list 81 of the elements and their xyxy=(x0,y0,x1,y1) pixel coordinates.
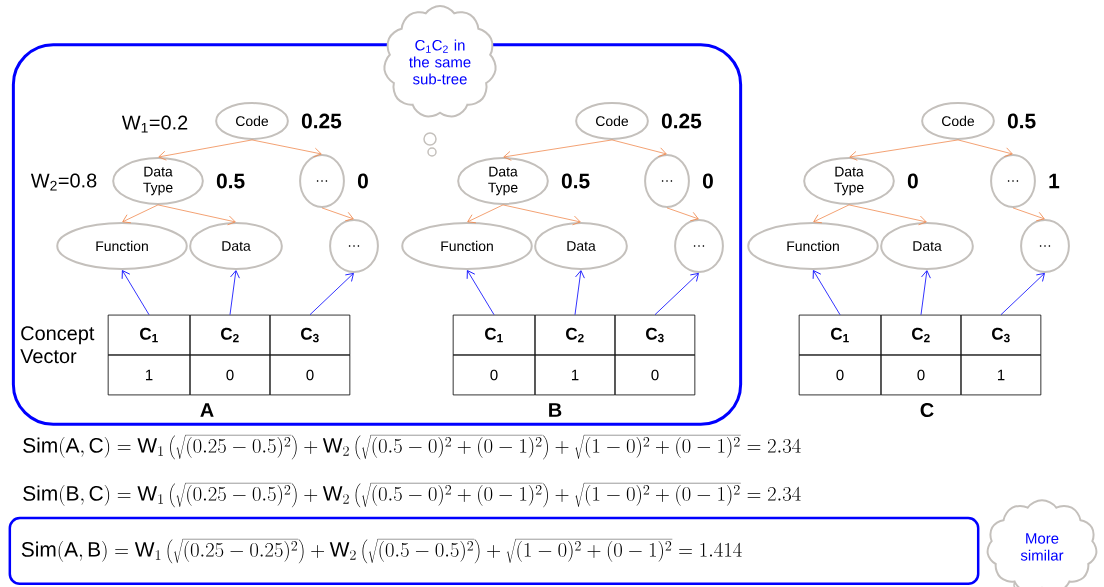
arrow xyxy=(122,204,159,224)
weight-value: 0 xyxy=(357,173,368,189)
weight-value: 0.5 xyxy=(216,173,245,189)
weight-value: 1 xyxy=(1049,173,1060,189)
tree-node: Function xyxy=(401,222,533,270)
table-cell: 0 xyxy=(614,354,696,396)
table-cell: C$_{3}$ xyxy=(269,314,351,356)
tree-node: … xyxy=(299,154,345,208)
table-cell: 0 xyxy=(880,354,962,396)
arrow xyxy=(920,270,931,316)
table-cell: C$_{2}$ xyxy=(880,314,962,356)
weight-value: 0.25 xyxy=(661,113,702,129)
node-label: More similar xyxy=(1020,533,1064,561)
formula: $\mathrm{Sim(A,C)} = \mathrm{W}_{1}\left(\sqrt{(0.25-0.5)^{2}}\right) + \mathrm{W}_{2}\left(\sqrt{(0.5-0)^{2}+(0-1)^{2}}\right) + \sqrt{(1-0)^{2}+(0-1)^{2}} = 2.34$ xyxy=(23,435,801,460)
arrow xyxy=(666,207,699,222)
tree-node: … xyxy=(1020,219,1070,273)
arrow xyxy=(121,270,150,316)
table-cell: C$_{1}$ xyxy=(798,314,882,356)
arrow xyxy=(503,139,613,161)
tree-node: … xyxy=(674,219,724,273)
table-cell: C$_{2}$ xyxy=(189,314,271,356)
arrow xyxy=(812,270,841,316)
arrow xyxy=(1012,207,1045,222)
weight-value: 0 xyxy=(907,173,918,189)
weight-label: W$_{1}$=0.2 xyxy=(121,115,188,133)
table-cell: C$_{3}$ xyxy=(960,314,1042,356)
arrow xyxy=(849,139,959,161)
tree-node: Data Type xyxy=(112,157,204,205)
vector-name: A xyxy=(200,403,214,417)
arrow xyxy=(1000,273,1045,316)
tree-node: Function xyxy=(56,222,188,270)
arrow xyxy=(321,207,354,222)
table-cell: C$_{1}$ xyxy=(107,314,191,356)
tree-node: … xyxy=(329,219,379,273)
table-cell: C$_{3}$ xyxy=(614,314,696,356)
table-cell: 1 xyxy=(534,354,616,396)
arrow xyxy=(574,270,585,316)
weight-value: 0.5 xyxy=(1007,113,1036,129)
arrow xyxy=(309,273,354,316)
table-cell: 0 xyxy=(452,354,536,396)
arrow xyxy=(466,270,495,316)
table-cell: 0 xyxy=(798,354,882,396)
tree-node: Function xyxy=(747,222,879,270)
arrow xyxy=(848,204,927,226)
weight-value: 0.25 xyxy=(301,113,342,129)
vector-name: C xyxy=(920,402,934,418)
table-cell: 0 xyxy=(269,354,351,396)
formula-box: $\mathrm{Sim(A,B)} = \mathrm{W}_{1}\left(\sqrt{(0.25-0.25)^{2}}\right) + \mathrm{W}_{2}\left(\sqrt{(0.5-0.5)^{2}}\right) + \sqrt{(1-0)^{2}+(0-1)^{2}} = 1.414$ xyxy=(8,516,980,586)
arrow xyxy=(654,273,699,316)
tree-node: Code xyxy=(575,102,649,140)
tree-node: Data xyxy=(189,222,283,270)
arrow xyxy=(611,139,667,157)
arrow xyxy=(502,204,581,226)
table-cell: 1 xyxy=(960,354,1042,396)
arrow xyxy=(813,204,850,224)
weight-label: W$_{2}$=0.8 xyxy=(30,173,97,191)
tree-node: Data xyxy=(534,222,628,270)
table-cell: C$_{2}$ xyxy=(534,314,616,356)
arrow xyxy=(229,270,240,316)
vector-name: B xyxy=(549,403,562,417)
arrow xyxy=(467,204,504,224)
table-cell: C$_{1}$ xyxy=(452,314,536,356)
table-cell: 1 xyxy=(107,354,191,396)
arrow xyxy=(157,204,236,226)
thought-cloud: C$_{1}$C$_{2}$ in the same sub-tree xyxy=(383,4,497,157)
arrow xyxy=(158,139,253,161)
row-label: Concept Vector xyxy=(20,326,95,364)
tree-node: Data xyxy=(880,222,974,270)
arrow xyxy=(251,139,322,158)
weight-value: 0 xyxy=(702,173,713,189)
tree-node: … xyxy=(990,154,1036,208)
tree-node: Code xyxy=(921,102,995,140)
tree-node: Code xyxy=(215,102,289,140)
weight-value: 0.5 xyxy=(561,173,590,189)
table-cell: 0 xyxy=(189,354,271,396)
tree-node: Data Type xyxy=(457,157,549,205)
arrow xyxy=(957,139,1013,157)
thought-cloud: More similar xyxy=(986,499,1098,587)
tree-node: Data Type xyxy=(803,157,895,205)
formula: $\mathrm{Sim(B,C)} = \mathrm{W}_{1}\left(\sqrt{(0.25-0.5)^{2}}\right) + \mathrm{W}_{2}\left(\sqrt{(0.5-0)^{2}+(0-1)^{2}}\right) + \sqrt{(1-0)^{2}+(0-1)^{2}} = 2.34$ xyxy=(23,483,801,508)
tree-node: … xyxy=(644,154,690,208)
